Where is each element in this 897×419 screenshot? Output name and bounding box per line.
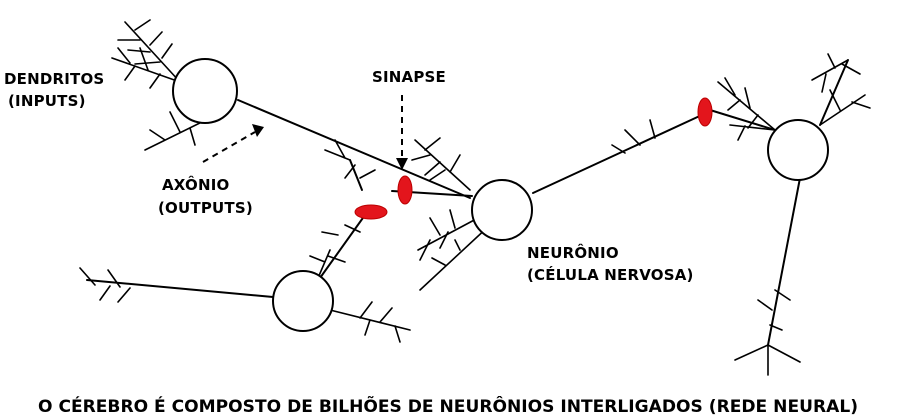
label-neuronio: NEURÔNIO [527,243,619,262]
synapses [355,98,712,219]
neurons [173,59,828,331]
axon-neuron1-to-neuron2 [238,100,470,198]
axonio-pointer [203,132,255,162]
axonio-arrowhead [252,124,264,137]
neuron-3 [273,271,333,331]
label-celula-nervosa: (CÉLULA NERVOSA) [527,265,694,284]
label-dendritos: DENDRITOS [4,70,104,88]
neuron-1 [173,59,237,123]
axon-neuron2-to-neuron4 [533,114,704,193]
label-inputs: (INPUTS) [8,92,86,110]
label-axonio: AXÔNIO [162,175,229,194]
neuron-4 [768,120,828,180]
synapse-2 [355,205,387,219]
synapse-1 [398,176,412,204]
axon-neuron3-left [87,280,273,297]
synapse-3 [698,98,712,126]
axon-neuron4-down [768,178,800,345]
neuron-2 [472,180,532,240]
axon-neuron3-up [315,215,365,285]
diagram-caption: O CÉREBRO É COMPOSTO DE BILHÕES DE NEURÔ… [38,394,858,417]
axon-branch-neuron1 [350,160,362,190]
label-outputs: (OUTPUTS) [158,199,253,217]
label-sinapse: SINAPSE [372,68,446,86]
